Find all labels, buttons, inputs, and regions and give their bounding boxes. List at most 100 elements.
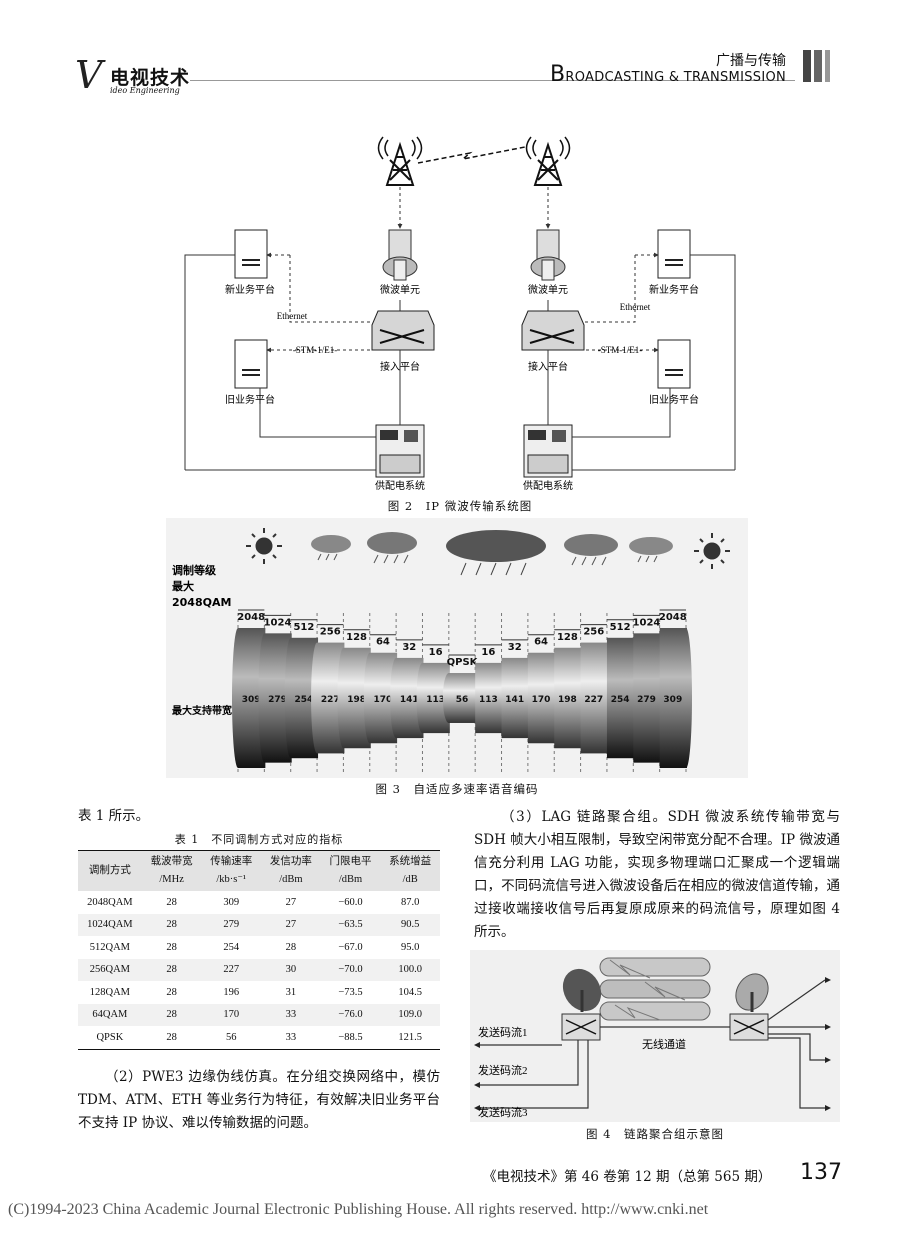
header-bar <box>825 50 830 82</box>
modulation-label: QPSK <box>447 657 479 668</box>
table-cell: 87.0 <box>400 896 420 908</box>
table-cell: 64QAM <box>78 1003 142 1026</box>
journal-logo-subtitle: ideo Engineering <box>110 86 180 95</box>
label-stream2: 发送码流2 <box>478 1063 528 1077</box>
modulation-label: 64 <box>376 637 390 648</box>
table1-header-text: 系统增益 <box>389 856 432 867</box>
table-cell: 227 <box>201 958 262 981</box>
journal-logo-letter: V <box>75 53 103 97</box>
rain-cloud-icon <box>629 537 673 563</box>
table-cell: −67.0 <box>338 941 363 953</box>
label-stream3: 发送码流3 <box>478 1105 528 1119</box>
table-cell: QPSK <box>96 1031 124 1043</box>
sun-icon <box>694 533 730 569</box>
cylinder-face <box>363 652 376 744</box>
table-cell: 170 <box>201 1003 262 1026</box>
label-stm-right: -STM-1/E1- <box>598 345 643 355</box>
section-title-cn: 广播与传输 <box>716 53 786 69</box>
modulation-label: 1024 <box>633 617 661 628</box>
table-cell: 28 <box>166 941 177 953</box>
sun-icon <box>246 528 282 564</box>
table1-caption: 表 1 不同调制方式对应的指标 <box>174 833 344 846</box>
table-cell: 100.0 <box>380 958 440 981</box>
microwave-unit-icon <box>530 229 566 281</box>
bandwidth-value: 198 <box>347 695 366 705</box>
wireless-link <box>417 146 526 164</box>
table-cell: 27 <box>285 896 297 908</box>
table-cell: 2048QAM <box>87 896 133 908</box>
power-cabinet-icon <box>375 424 425 478</box>
table-cell: −73.5 <box>338 986 363 998</box>
table-cell: 28 <box>285 941 297 953</box>
table-cell: 512QAM <box>89 941 131 953</box>
table-cell: 121.5 <box>398 1031 422 1043</box>
fig4-caption: 图 4 链路聚合组示意图 <box>586 1127 724 1141</box>
access-switch-icon <box>371 310 435 351</box>
table-cell: 196 <box>223 986 240 998</box>
bandwidth-value: 309 <box>242 695 261 705</box>
cylinder-face <box>390 657 403 739</box>
table1-header-unit: /dB <box>402 874 418 885</box>
label-microwave-right: 微波单元 <box>528 283 568 296</box>
table-cell: −63.5 <box>320 913 381 936</box>
server-icon <box>657 229 691 279</box>
table1-header-unit: /dBm <box>279 874 303 885</box>
table-cell: 28 <box>141 958 202 981</box>
table-cell: 128QAM <box>89 986 131 998</box>
modulation-label: 256 <box>320 627 341 638</box>
table1-header-cell: 发信功率/dBm <box>261 851 321 891</box>
table1-header-cell: 载波带宽/MHz <box>141 851 202 891</box>
bandwidth-value: 254 <box>294 695 313 705</box>
modulation-label: 2048 <box>659 612 687 623</box>
table1-header-cell: 传输速率/kb·s⁻¹ <box>201 851 262 891</box>
modulation-label: 32 <box>508 642 522 653</box>
bandwidth-value: 279 <box>637 695 656 705</box>
table1-header-cell: 调制方式 <box>78 851 142 891</box>
cylinder-face <box>416 662 429 734</box>
label-ethernet-left: Ethernet <box>277 311 308 321</box>
label-power-left: 供配电系统 <box>375 479 425 492</box>
level-label-max: 最大 <box>172 579 194 593</box>
table-cell: 109.0 <box>380 1003 440 1026</box>
table1-header-text: 发信功率 <box>269 856 312 867</box>
table-cell: 30 <box>261 958 321 981</box>
tower-icon <box>377 136 423 186</box>
label-microwave-left: 微波单元 <box>380 283 420 296</box>
table-cell: 1024QAM <box>78 913 142 936</box>
label-ethernet-right: Ethernet <box>620 302 651 312</box>
copyright-line: (C)1994-2023 China Academic Journal Elec… <box>8 1201 709 1218</box>
table-cell: 28 <box>166 1031 177 1043</box>
table-cell: −60.0 <box>338 896 363 908</box>
bandwidth-value: 113 <box>426 695 445 705</box>
label-old-platform-left: 旧业务平台 <box>225 393 275 406</box>
rain-cloud-icon <box>367 532 417 564</box>
table1-header-text: 传输速率 <box>210 856 253 867</box>
cylinder-face <box>284 637 297 759</box>
header-rule <box>190 80 795 81</box>
bandwidth-value: 113 <box>479 695 498 705</box>
table-cell: 28 <box>166 896 177 908</box>
access-switch-icon <box>521 310 585 351</box>
fig3-adaptive-modulation-diagram: 调制等级 最大 2048QAM 最大支持带宽 30920482791024254… <box>166 518 748 778</box>
header-bar <box>803 50 811 82</box>
bandwidth-value: 227 <box>584 695 603 705</box>
label-power-right: 供配电系统 <box>523 479 573 492</box>
bandwidth-value: 198 <box>558 695 577 705</box>
satellite-dish-icon <box>562 968 602 1012</box>
table1-header-text: 门限电平 <box>329 856 372 867</box>
label-stream1: 发送码流1 <box>478 1025 528 1039</box>
table1-header-cell: 系统增益/dB <box>380 851 440 891</box>
satellite-dish-icon <box>735 973 769 1012</box>
bandwidth-value: 141 <box>400 695 419 705</box>
table-cell: 56 <box>226 1031 237 1043</box>
cylinder-face <box>232 628 244 768</box>
table-cell: 90.5 <box>380 913 440 936</box>
table1-header-unit: /dBm <box>338 874 363 885</box>
table-cell: 279 <box>201 913 262 936</box>
intro-text: 表 1 所示。 <box>78 808 150 824</box>
